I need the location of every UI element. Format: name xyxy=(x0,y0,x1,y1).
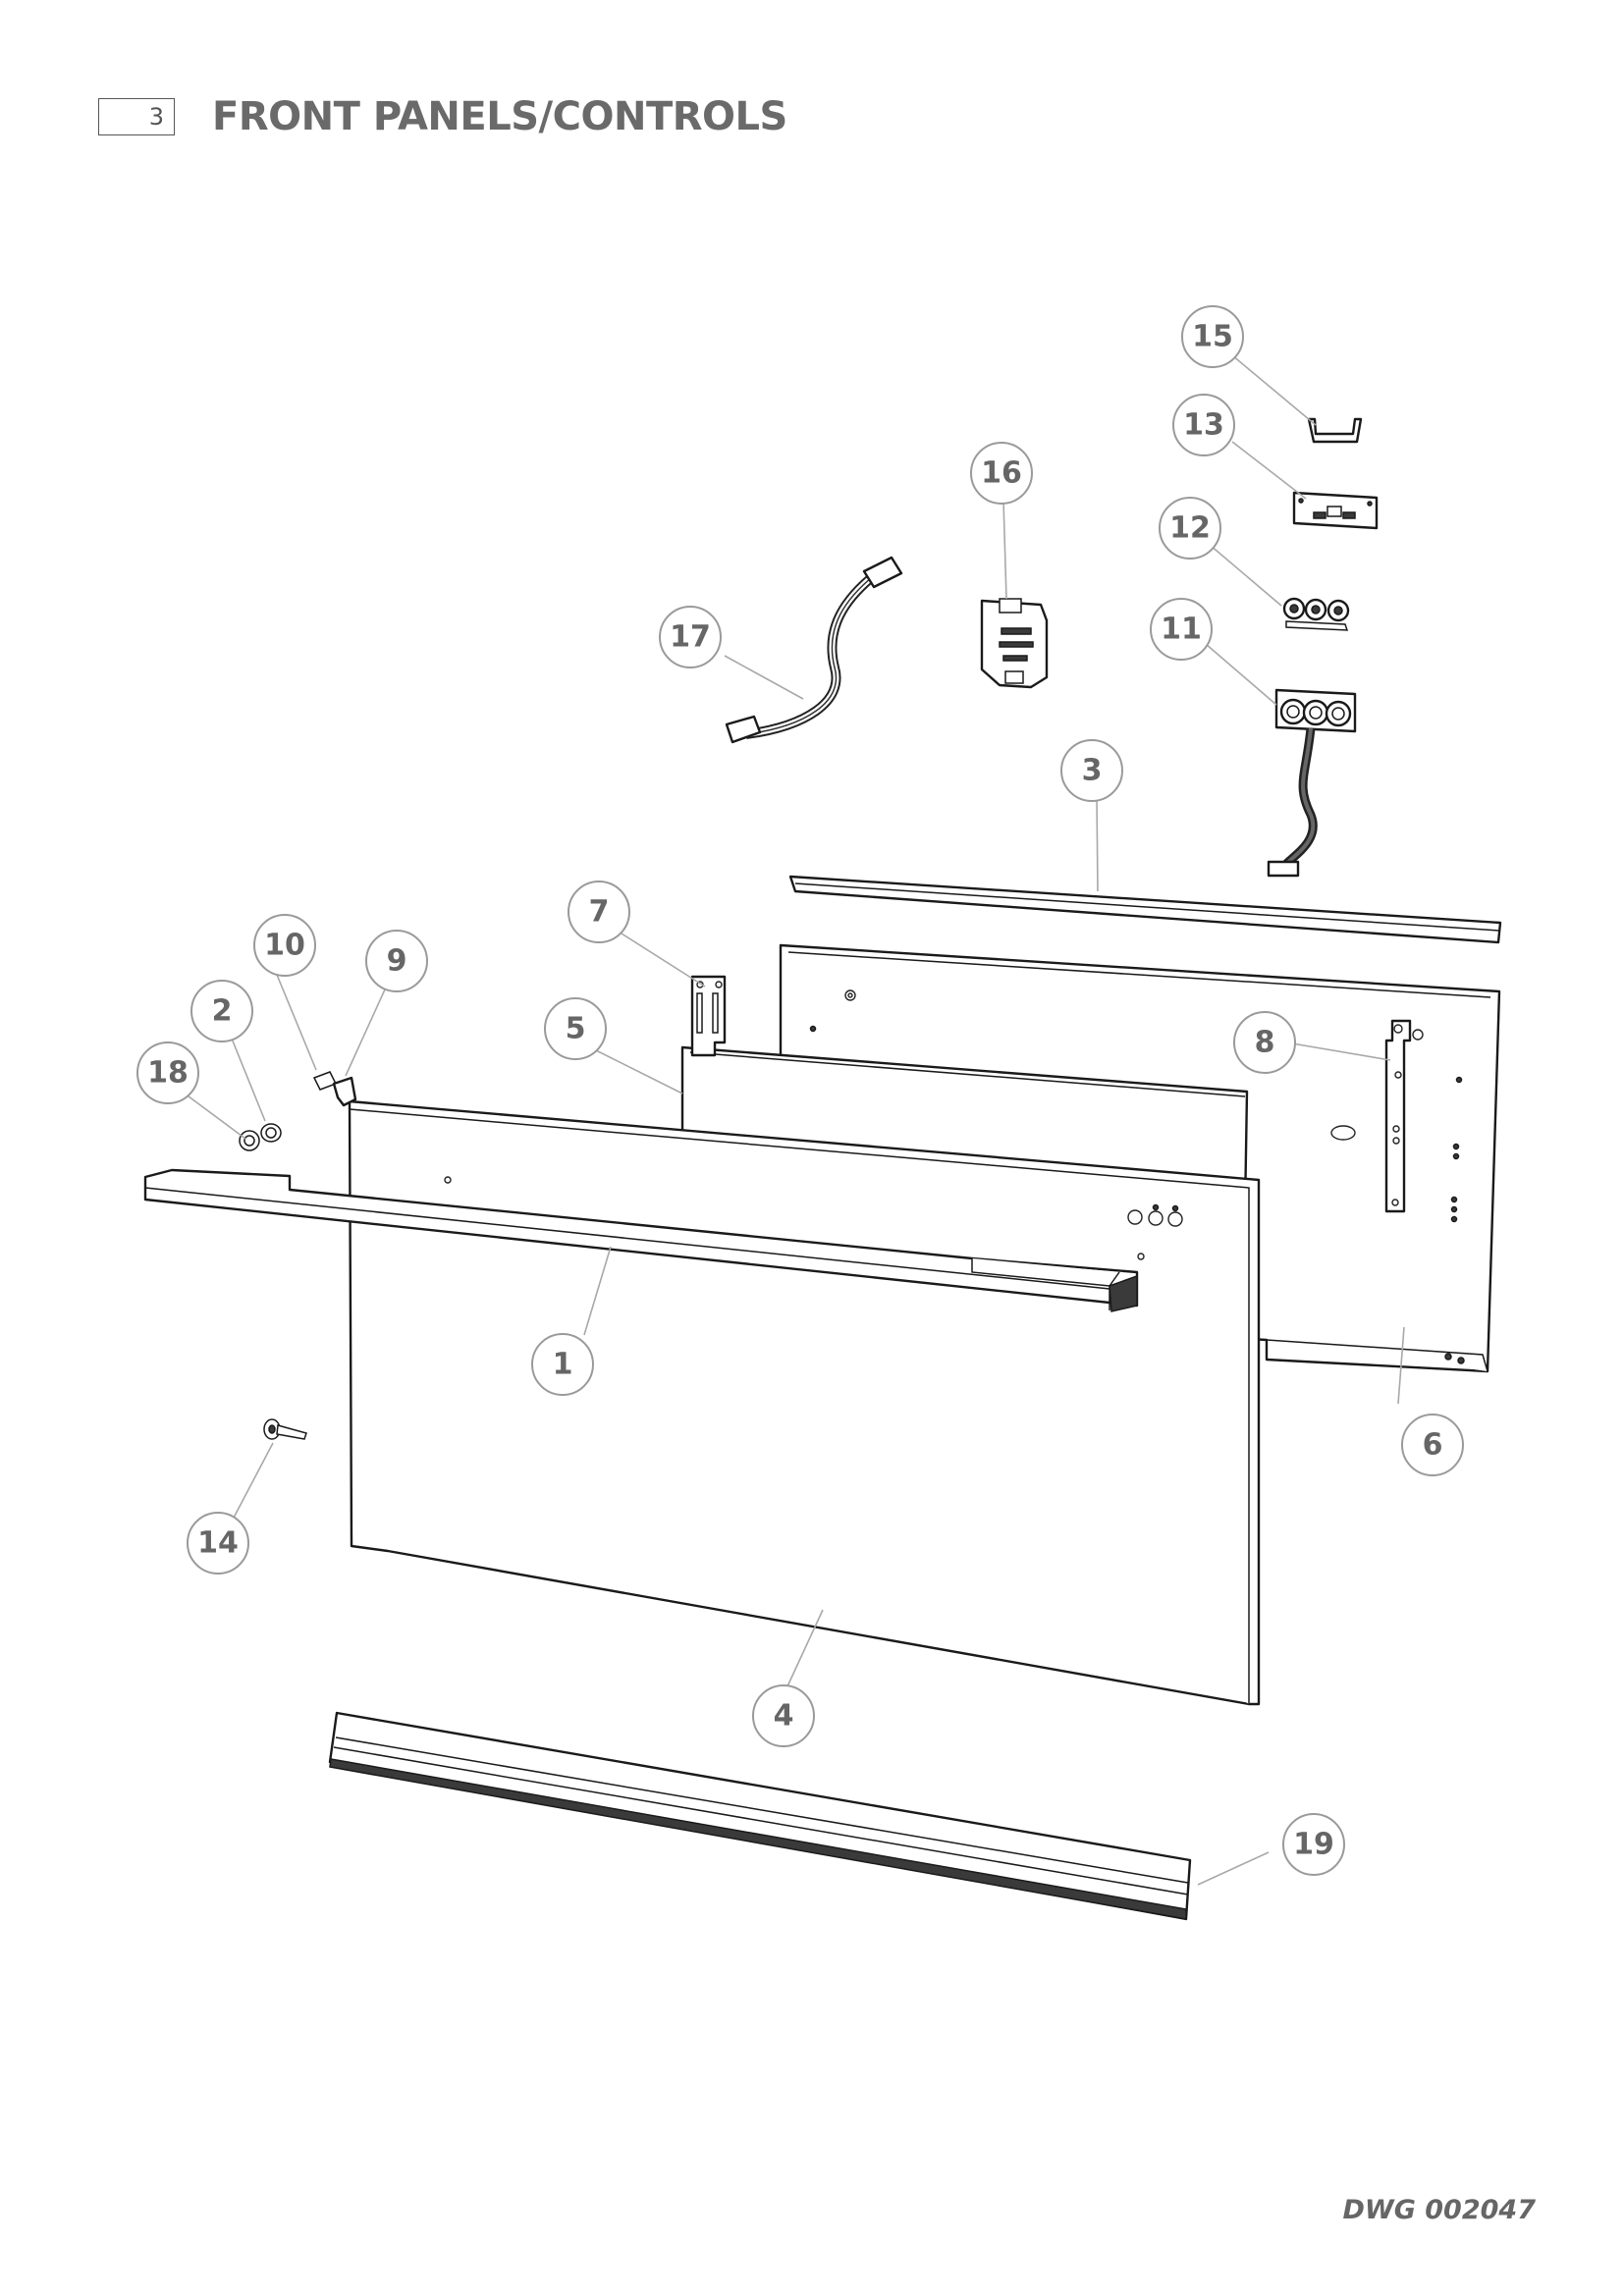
callout-12: 12 xyxy=(1159,497,1221,560)
part-18-washer xyxy=(239,1130,260,1151)
part-1-handle xyxy=(143,1168,1139,1312)
callout-6-label: 6 xyxy=(1423,1428,1443,1463)
part-9-clip xyxy=(332,1076,357,1107)
callout-1-label: 1 xyxy=(553,1348,573,1382)
callout-14-label: 14 xyxy=(197,1526,239,1561)
part-2-button xyxy=(260,1123,282,1143)
callout-16: 16 xyxy=(970,442,1033,505)
part-16-control-module xyxy=(980,598,1049,689)
callout-1: 1 xyxy=(531,1333,594,1396)
leader-lines xyxy=(176,354,1405,1886)
callout-16-label: 16 xyxy=(981,456,1022,491)
part-8-right-bracket xyxy=(1384,1019,1424,1213)
part-4-front-panel xyxy=(348,1099,1261,1706)
callout-17-label: 17 xyxy=(670,620,711,655)
callout-11-label: 11 xyxy=(1161,613,1202,647)
part-7-left-bracket xyxy=(690,975,727,1057)
part-17-wiring-harness xyxy=(725,556,903,744)
callout-11: 11 xyxy=(1150,598,1213,661)
callout-8-label: 8 xyxy=(1255,1026,1275,1060)
callout-8: 8 xyxy=(1233,1011,1296,1074)
page-title: FRONT PANELS/CONTROLS xyxy=(212,94,787,139)
callout-5-label: 5 xyxy=(566,1012,586,1046)
callout-4-label: 4 xyxy=(774,1699,794,1734)
callout-15-label: 15 xyxy=(1192,320,1233,354)
callout-5: 5 xyxy=(544,997,607,1060)
part-14-screw xyxy=(263,1418,307,1440)
callout-3-label: 3 xyxy=(1082,754,1103,788)
callout-13-label: 13 xyxy=(1183,408,1224,443)
part-3-top-trim xyxy=(788,875,1502,944)
part-19-bottom-trim xyxy=(328,1711,1192,1921)
callout-10: 10 xyxy=(253,914,316,977)
callout-9: 9 xyxy=(365,930,428,992)
callout-19: 19 xyxy=(1282,1813,1345,1876)
callout-4: 4 xyxy=(752,1684,815,1747)
callout-2: 2 xyxy=(190,980,253,1042)
section-number-box: 3 xyxy=(98,98,175,135)
callout-13: 13 xyxy=(1172,394,1235,456)
drawing-reference: DWG 002047 xyxy=(1342,2195,1536,2225)
callout-18: 18 xyxy=(136,1041,199,1104)
callout-7-label: 7 xyxy=(589,895,610,930)
callout-18-label: 18 xyxy=(147,1056,189,1091)
callout-19-label: 19 xyxy=(1293,1828,1334,1862)
page-header: 3 FRONT PANELS/CONTROLS xyxy=(98,94,982,141)
callout-17: 17 xyxy=(659,606,722,668)
callout-14: 14 xyxy=(187,1512,249,1575)
callout-2-label: 2 xyxy=(212,994,233,1029)
callout-7: 7 xyxy=(568,881,630,943)
callout-9-label: 9 xyxy=(387,944,407,979)
callout-15: 15 xyxy=(1181,305,1244,368)
part-15-bracket xyxy=(1307,417,1363,444)
part-11-switch-assembly xyxy=(1267,688,1357,878)
part-10-clip xyxy=(312,1071,338,1091)
callout-10-label: 10 xyxy=(264,929,305,963)
callout-6: 6 xyxy=(1401,1414,1464,1476)
part-13-control-board xyxy=(1292,491,1379,530)
part-12-knob-bracket xyxy=(1282,597,1350,631)
callout-3: 3 xyxy=(1060,739,1123,802)
callout-12-label: 12 xyxy=(1169,511,1211,546)
